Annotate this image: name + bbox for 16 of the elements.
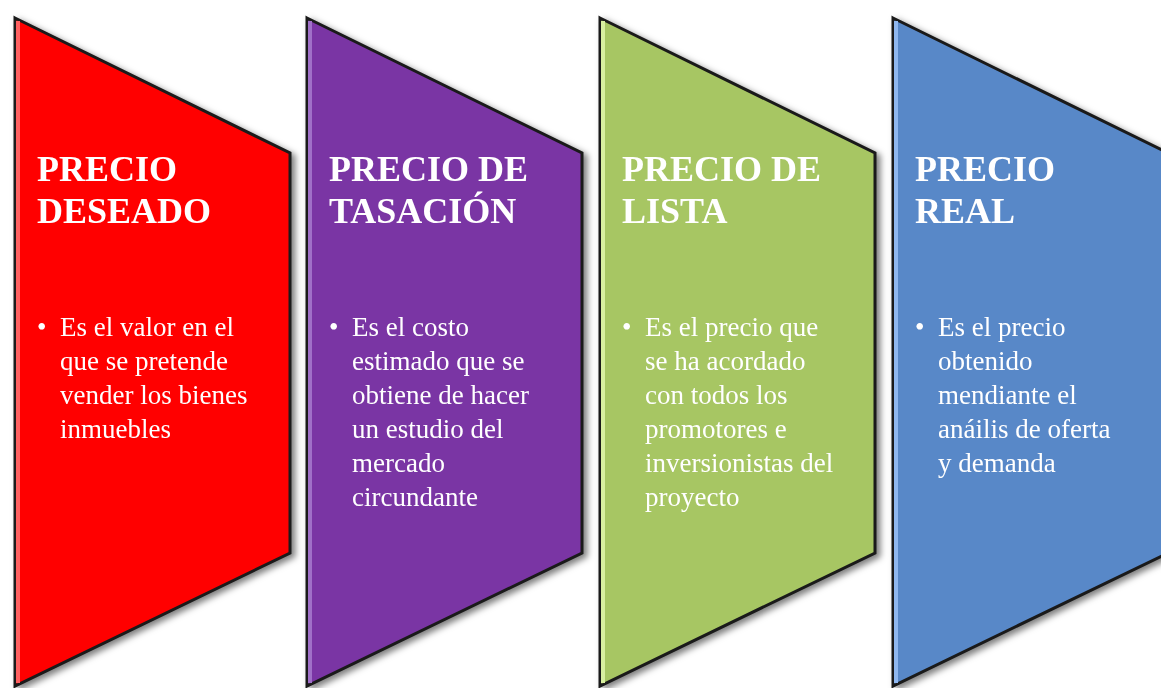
- description-text: Es el precio que se ha acordado con todos los promotores e inversionistas del proyecto: [645, 311, 835, 514]
- panel-heading: PRECIO REAL: [915, 148, 1056, 232]
- chevron-panel: [893, 18, 1161, 686]
- chevron-panel: [600, 18, 875, 686]
- bullet-mark: •: [329, 311, 339, 344]
- chevron-panel: [307, 18, 582, 686]
- bullet-mark: •: [622, 311, 632, 344]
- description-text: Es el precio obtenido mendiante el anáilis de oferta y demanda: [938, 311, 1112, 480]
- panel-heading: PRECIO DE TASACIÓN: [329, 148, 530, 232]
- bullet-mark: •: [915, 311, 925, 344]
- panel-heading: PRECIO DE LISTA: [622, 148, 823, 232]
- chevron-panel: [15, 18, 290, 686]
- panel-heading: PRECIO DESEADO: [37, 148, 213, 232]
- description-text: Es el valor en el que se pretende vender los bienes inmuebles: [60, 311, 249, 446]
- description-text: Es el costo estimado que se obtiene de hacer un estudio del mercado circundante: [352, 311, 530, 514]
- bullet-mark: •: [37, 311, 47, 344]
